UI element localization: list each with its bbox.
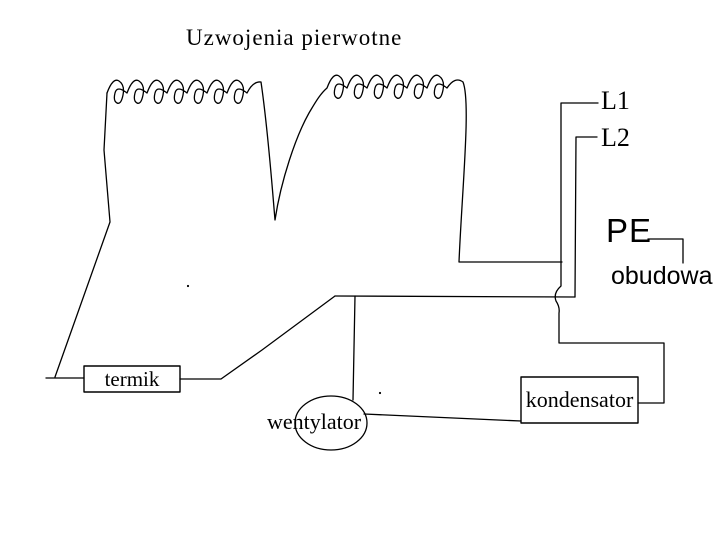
thermal-protector-label: termik — [104, 366, 160, 391]
enclosure-label: obudowa — [611, 262, 713, 290]
l1-supply-wire — [554, 102, 665, 404]
fan-label: wentylator — [267, 409, 362, 434]
wentylator-ellipse-outline — [294, 395, 368, 451]
terminal-label-l1: L1 — [601, 86, 630, 115]
l2-supply-wire — [574, 136, 598, 298]
winding-left-lead-wire — [45, 92, 111, 379]
diagram-title: Uzwojenia pierwotne — [186, 25, 403, 50]
pen-speck — [378, 391, 382, 395]
main-horizontal-wire — [334, 295, 576, 298]
pen-speck — [186, 284, 190, 288]
kondensator-box-outline — [520, 376, 639, 424]
capacitor-label: kondensator — [525, 387, 634, 412]
termik-box-outline — [83, 365, 181, 393]
terminal-label-pe: PE — [606, 212, 653, 249]
fan-to-capacitor-wire — [363, 413, 522, 422]
pe-enclosure-wire — [647, 238, 684, 264]
primary-windings-coil — [106, 74, 563, 263]
fan-feed-wire — [352, 295, 356, 401]
termik-right-wire — [179, 295, 336, 380]
terminal-label-l2: L2 — [601, 123, 630, 152]
